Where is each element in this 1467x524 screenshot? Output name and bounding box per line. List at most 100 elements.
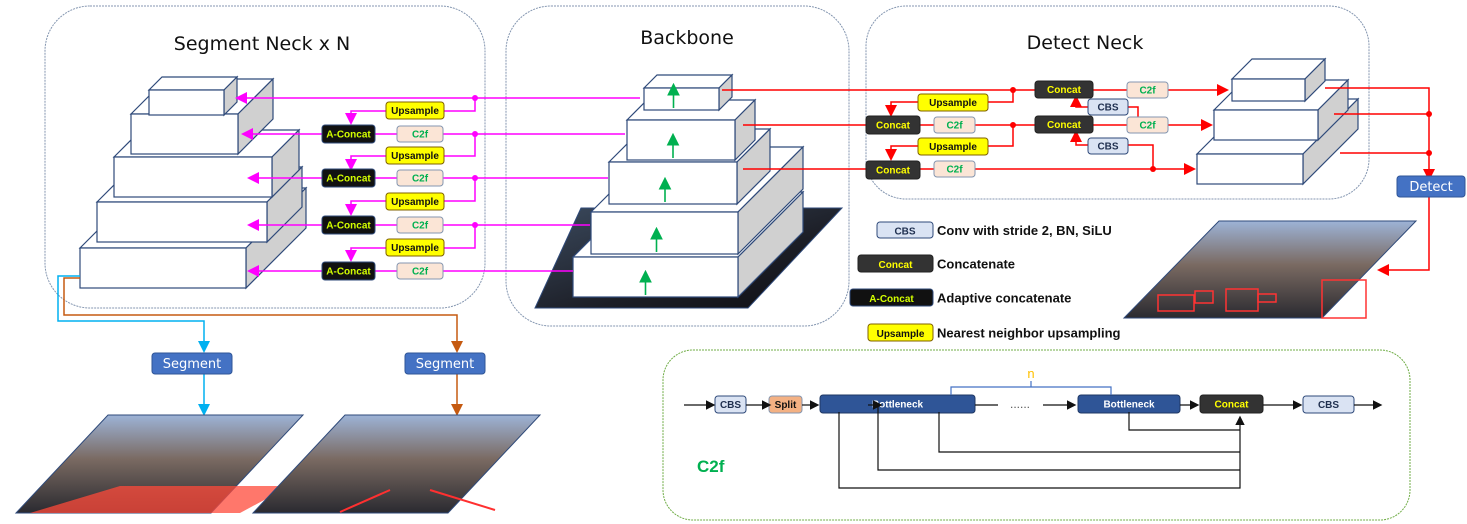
c2f-detail-connections	[684, 381, 1383, 489]
legend-block-label: CBS	[894, 227, 915, 238]
c2f-block[interactable]: C2f	[1126, 81, 1169, 99]
segment-head-2-label: Segment	[416, 357, 475, 372]
detect-head-label: Detect	[1409, 180, 1452, 195]
a-concat-label: A-Concat	[326, 221, 371, 232]
a-concat-block[interactable]: A-Concat	[321, 168, 376, 188]
a-concat-label: A-Concat	[326, 130, 371, 141]
c2f-block[interactable]: C2f	[396, 125, 444, 143]
c2f-label: C2f	[412, 267, 429, 278]
detect-output-image	[1122, 220, 1418, 319]
concat-block[interactable]: Concat	[1199, 394, 1264, 414]
c2f-block[interactable]: C2f	[1126, 116, 1169, 134]
segment-neck-pyramid	[78, 75, 308, 290]
legend-description: Concatenate	[937, 257, 1015, 272]
detect-junction-dots	[1010, 87, 1432, 172]
cbs-label: CBS	[1318, 400, 1339, 411]
a-concat-block[interactable]: A-Concat	[321, 124, 376, 144]
c2f-label: C2f	[1139, 86, 1156, 97]
bottleneck-block[interactable]: Bottleneck	[819, 394, 976, 414]
legend-item: CBS Conv with stride 2, BN, SiLU	[876, 221, 1112, 239]
segment-junction-dots	[472, 95, 478, 228]
c2f-block[interactable]: C2f	[396, 169, 444, 187]
upsample-block[interactable]: Upsample	[385, 192, 445, 211]
segment-head-1-label: Segment	[163, 357, 222, 372]
detect-neck-connections	[722, 84, 1435, 276]
concat-label: Concat	[1215, 400, 1250, 411]
upsample-block[interactable]: Upsample	[385, 238, 445, 257]
cbs-block[interactable]: CBS	[1087, 137, 1129, 155]
upsample-block[interactable]: Upsample	[917, 137, 989, 156]
a-concat-block[interactable]: A-Concat	[321, 261, 376, 281]
cbs-block[interactable]: CBS	[1302, 395, 1355, 414]
backbone-panel	[505, 5, 850, 327]
legend-description: Conv with stride 2, BN, SiLU	[937, 223, 1112, 238]
legend-item: Upsample Nearest neighbor upsampling	[867, 323, 1121, 342]
upsample-block[interactable]: Upsample	[385, 146, 445, 165]
concat-block[interactable]: Concat	[1034, 115, 1094, 134]
c2f-block[interactable]: C2f	[396, 262, 444, 280]
upsample-label: Upsample	[391, 151, 439, 162]
legend-item: A-Concat Adaptive concatenate	[849, 288, 1071, 307]
a-concat-label: A-Concat	[326, 267, 371, 278]
legend-block-label: A-Concat	[869, 294, 914, 305]
concat-label: Concat	[1047, 120, 1082, 131]
c2f-label: C2f	[946, 121, 963, 132]
legend-description: Adaptive concatenate	[937, 291, 1071, 306]
bottleneck-label: Bottleneck	[872, 400, 924, 411]
detect-head[interactable]: Detect	[1396, 175, 1466, 198]
c2f-panel	[662, 349, 1411, 521]
a-concat-label: A-Concat	[326, 174, 371, 185]
a-concat-block[interactable]: A-Concat	[321, 215, 376, 235]
legend-block-label: Upsample	[877, 329, 925, 340]
c2f-block[interactable]: C2f	[933, 116, 976, 134]
detect-level-1	[1230, 57, 1327, 103]
upsample-label: Upsample	[391, 106, 439, 117]
cbs-block[interactable]: CBS	[1087, 98, 1129, 116]
c2f-title: C2f	[697, 457, 725, 476]
concat-label: Concat	[1047, 85, 1082, 96]
detect-neck-pyramid	[1195, 57, 1360, 186]
c2f-label: C2f	[412, 130, 429, 141]
c2f-dots: ......	[1010, 397, 1030, 411]
segment-neck-connections	[235, 92, 640, 277]
concat-label: Concat	[876, 166, 911, 177]
concat-label: Concat	[876, 121, 911, 132]
legend-item: Concat Concatenate	[857, 254, 1015, 273]
upsample-block[interactable]: Upsample	[917, 93, 989, 112]
cbs-label: CBS	[720, 400, 741, 411]
concat-block[interactable]: Concat	[1034, 80, 1094, 99]
segment-neck-title: Segment Neck x N	[174, 33, 350, 55]
backbone-level-5	[642, 73, 734, 112]
concat-block[interactable]: Concat	[865, 160, 921, 180]
c2f-label: C2f	[946, 165, 963, 176]
cbs-label: CBS	[1097, 103, 1118, 114]
segment-output-image-1	[14, 414, 305, 514]
segment-head-1[interactable]: Segment	[151, 352, 233, 375]
legend-block-label: Concat	[879, 260, 914, 271]
c2f-label: C2f	[1139, 121, 1156, 132]
bottleneck-label: Bottleneck	[1103, 400, 1155, 411]
legend-description: Nearest neighbor upsampling	[937, 326, 1121, 341]
segment-level-1	[147, 75, 239, 117]
c2f-repeat-label: n	[1027, 366, 1034, 381]
c2f-label: C2f	[412, 174, 429, 185]
c2f-label: C2f	[412, 221, 429, 232]
upsample-label: Upsample	[391, 197, 439, 208]
bottleneck-block[interactable]: Bottleneck	[1077, 394, 1181, 414]
segment-output-image-2	[251, 414, 542, 514]
c2f-block[interactable]: C2f	[933, 160, 976, 178]
split-block[interactable]: Split	[768, 395, 803, 414]
segment-output-connections	[57, 275, 463, 416]
segment-head-2[interactable]: Segment	[404, 352, 486, 375]
detect-neck-panel	[865, 5, 1370, 200]
detect-neck-title: Detect Neck	[1027, 32, 1144, 54]
cbs-block[interactable]: CBS	[714, 395, 747, 414]
c2f-block[interactable]: C2f	[396, 216, 444, 234]
cbs-label: CBS	[1097, 142, 1118, 153]
backbone-title: Backbone	[640, 27, 734, 49]
upsample-label: Upsample	[929, 142, 977, 153]
upsample-block[interactable]: Upsample	[385, 101, 445, 120]
upsample-label: Upsample	[929, 98, 977, 109]
concat-block[interactable]: Concat	[865, 115, 921, 135]
